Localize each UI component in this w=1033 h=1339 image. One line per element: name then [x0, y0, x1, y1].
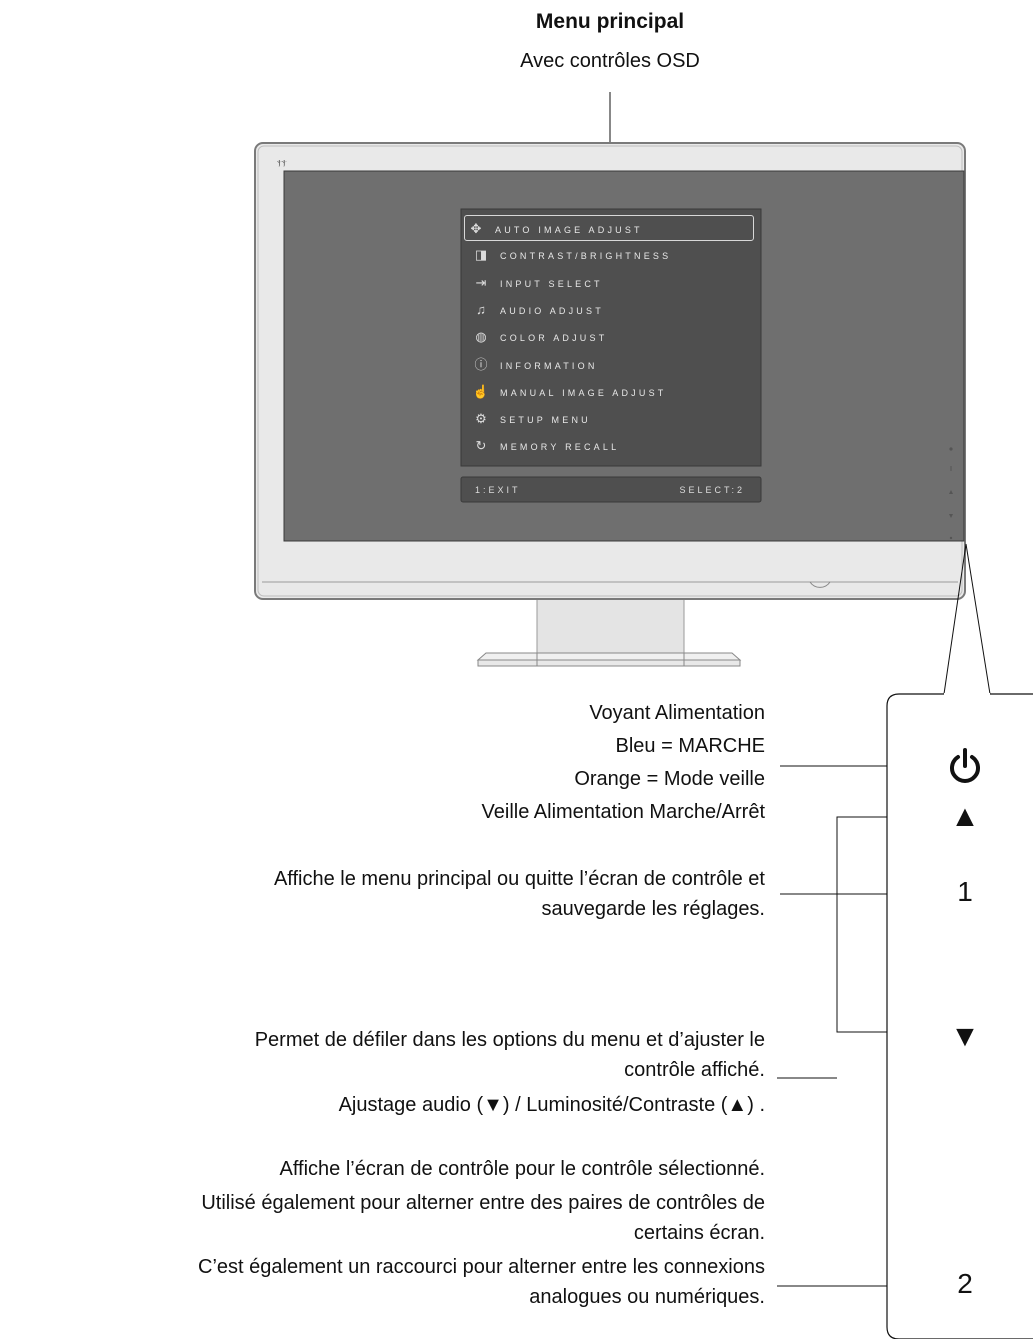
osd-item-input-select[interactable]: ⇥INPUT SELECT [470, 270, 758, 296]
arrows-desc-line: Ajustage audio (▼) / Luminosité/Contrast… [338, 1094, 765, 1116]
osd-footer-select: SELECT:2 [679, 485, 745, 495]
osd-footer-exit: 1:EXIT [475, 485, 521, 495]
power-description: Voyant Alimentation Bleu = MARCHE Orange… [482, 698, 765, 827]
color-palette-icon: ◍ [475, 329, 487, 344]
button1-desc-line: sauvegarde les réglages. [541, 898, 765, 920]
power-icon [950, 748, 980, 783]
power-desc-line: Orange = Mode veille [574, 768, 765, 790]
osd-item-color-adjust[interactable]: ◍COLOR ADJUST [470, 324, 758, 350]
arrows-description: Permet de défiler dans les options du me… [255, 1025, 765, 1120]
osd-item-setup-menu[interactable]: ⚙SETUP MENU [470, 406, 758, 432]
monitor-stand-neck [536, 597, 685, 657]
input-icon: ⇥ [475, 275, 487, 290]
button2-desc-line: certains écran. [633, 1222, 765, 1244]
button1-description: Affiche le menu principal ou quitte l’éc… [274, 864, 765, 924]
down-arrow-button[interactable]: ▼ [950, 1020, 980, 1053]
button2-desc-line: C’est également un raccourci pour altern… [198, 1256, 765, 1278]
manual-adjust-icon: ☝ [472, 384, 490, 399]
power-desc-line: Veille Alimentation Marche/Arrêt [481, 801, 765, 823]
osd-item-audio-adjust[interactable]: ♫AUDIO ADJUST [470, 297, 758, 323]
arrows-desc-line: Permet de défiler dans les options du me… [254, 1029, 765, 1051]
osd-item-memory-recall[interactable]: ↻MEMORY RECALL [470, 433, 758, 459]
contrast-icon: ◨ [474, 247, 488, 262]
button2-desc-line: Affiche l’écran de contrôle pour le cont… [279, 1158, 765, 1180]
osd-item-contrast-brightness[interactable]: ◨CONTRAST/BRIGHTNESS [470, 242, 758, 268]
auto-adjust-icon: ✥ [470, 221, 482, 236]
button1-desc-line: Affiche le menu principal ou quitte l’éc… [273, 868, 765, 890]
monitor-stand-base [477, 659, 741, 667]
osd-footer-bar [460, 476, 762, 503]
button2-desc-line: Utilisé également pour alterner entre de… [201, 1192, 765, 1214]
brand-logo-icon: ⲯⲯ [277, 157, 287, 168]
arrows-desc-line: contrôle affiché. [624, 1059, 765, 1081]
power-desc-line: Bleu = MARCHE [615, 735, 766, 757]
osd-item-manual-image-adjust[interactable]: ☝MANUAL IMAGE ADJUST [470, 379, 758, 405]
setup-gear-icon: ⚙ [475, 411, 487, 426]
button-1[interactable]: 1 [957, 876, 973, 907]
diagram-title: Menu principal [535, 10, 685, 33]
button2-description: Affiche l’écran de contrôle pour le cont… [198, 1154, 765, 1312]
button-2[interactable]: 2 [957, 1268, 973, 1299]
up-arrow-button[interactable]: ▲ [950, 800, 980, 833]
osd-panel [460, 208, 762, 467]
osd-footer: 1:EXIT SELECT:2 [461, 478, 759, 502]
audio-icon: ♫ [476, 302, 486, 317]
power-button[interactable] [925, 746, 1005, 796]
memory-recall-icon: ↻ [475, 438, 487, 453]
button2-desc-line: analogues ou numériques. [529, 1286, 765, 1308]
osd-item-auto-image-adjust[interactable]: ✥AUTO IMAGE ADJUST [464, 215, 754, 241]
control-panel-callout [886, 693, 1033, 1339]
power-desc-line: Voyant Alimentation [589, 702, 765, 724]
info-icon: ⓘ [474, 357, 488, 372]
diagram-subtitle: Avec contrôles OSD [520, 50, 700, 72]
power-led [809, 581, 831, 588]
